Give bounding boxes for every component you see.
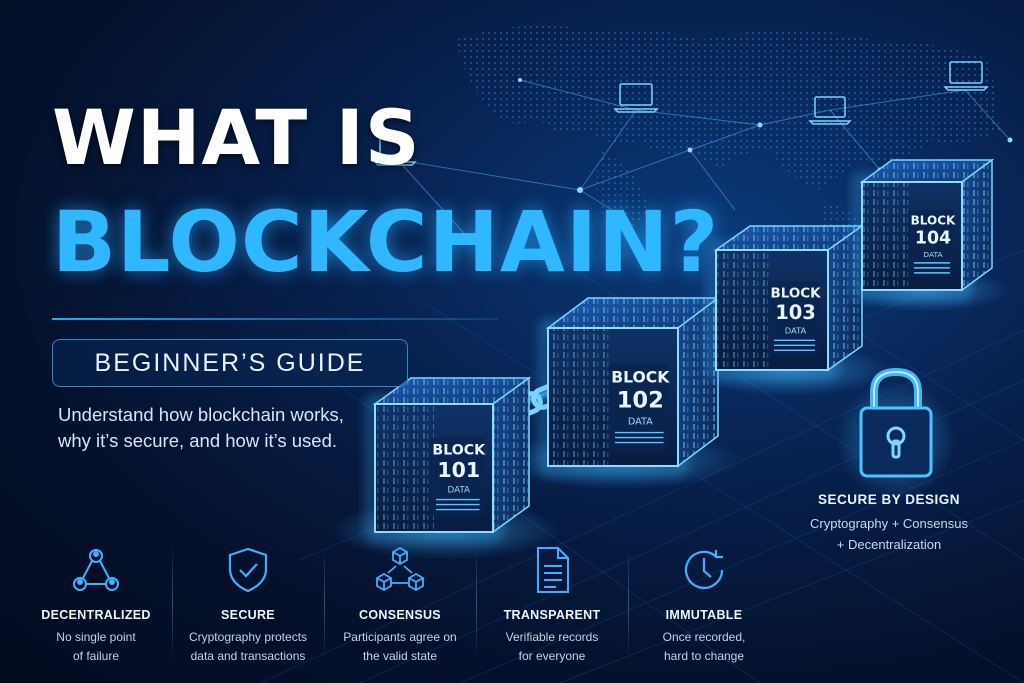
- laptop-icon: [943, 61, 989, 91]
- block-label-panel: [609, 363, 668, 450]
- network-nodes-icon: [73, 549, 119, 591]
- block-data-label: DATA: [628, 417, 653, 428]
- block-front-bits: [716, 250, 772, 370]
- block-top-bits: [548, 298, 718, 328]
- feature-title: TRANSPARENT: [503, 608, 601, 622]
- block-data-label: DATA: [923, 250, 943, 259]
- block-label: BLOCK: [611, 369, 670, 387]
- feature-desc: Participants agree on the valid state: [324, 628, 476, 666]
- feature-desc: Once recorded, hard to change: [628, 628, 780, 666]
- block-side-bits: [678, 298, 718, 466]
- feature-desc-line: for everyone: [518, 649, 586, 663]
- guide-badge: BEGINNER’S GUIDE: [52, 339, 408, 387]
- block-number: 102: [617, 388, 664, 414]
- block-side-bits: [962, 160, 992, 290]
- feature-transparent: TRANSPARENT Verifiable records for every…: [476, 538, 628, 668]
- block-top-bits: [862, 160, 992, 182]
- block-data-label: DATA: [447, 486, 470, 496]
- laptop-icon: [613, 83, 659, 113]
- feature-consensus: CONSENSUS Participants agree on the vali…: [324, 538, 476, 668]
- block-front-bits: [375, 404, 434, 532]
- block-number: 101: [437, 458, 480, 482]
- feature-immutable: IMMUTABLE Once recorded, hard to change: [628, 538, 780, 668]
- laptop-icon: [373, 137, 417, 166]
- clock-icon: [684, 550, 724, 590]
- feature-title: SECURE: [221, 608, 275, 622]
- block-data-label: DATA: [785, 326, 807, 336]
- block-top-bits: [716, 226, 862, 250]
- block-label-panel: [430, 437, 484, 517]
- block-number: 104: [915, 229, 951, 249]
- feature-title: CONSENSUS: [359, 608, 441, 622]
- title-divider: [52, 318, 498, 320]
- feature-desc-line: data and transactions: [190, 649, 306, 663]
- feature-secure: SECURE Cryptography protects data and tr…: [172, 538, 324, 668]
- network-lines: [397, 79, 1011, 241]
- secure-line-2: + Decentralization: [836, 537, 942, 552]
- block-side-bits: [828, 226, 862, 370]
- feature-desc-line: Cryptography protects: [188, 630, 308, 644]
- feature-desc: Verifiable records for everyone: [476, 628, 628, 666]
- feature-desc-line: Verifiable records: [505, 630, 599, 644]
- secure-by-design: SECURE BY DESIGN Cryptography + Consensu…: [804, 492, 974, 555]
- feature-desc: Cryptography protects data and transacti…: [172, 628, 324, 666]
- blockchain-blocks: BLOCK101DATABLOCK102DATABLOCK103DATABLOC…: [368, 158, 995, 539]
- document-icon: [537, 547, 569, 593]
- title-line-1: WHAT IS: [52, 93, 421, 182]
- block-front-bits: [862, 182, 912, 290]
- feature-desc-line: hard to change: [663, 649, 745, 663]
- feature-desc-line: No single point: [56, 630, 136, 644]
- intro-text: Understand how blockchain works, why it’…: [58, 402, 358, 454]
- feature-desc-line: the valid state: [362, 649, 438, 663]
- block-front-bits: [548, 328, 613, 466]
- block-label-panel: [768, 281, 820, 356]
- secure-line-1: Cryptography + Consensus: [810, 516, 968, 531]
- feature-desc: No single point of failure: [20, 628, 172, 666]
- cube-network-icon: [376, 546, 424, 592]
- intro-line-1: Understand how blockchain works,: [58, 404, 344, 425]
- block-label: BLOCK: [911, 213, 956, 227]
- block-number: 103: [775, 301, 816, 324]
- block-side-bits: [493, 378, 529, 532]
- feature-title: IMMUTABLE: [665, 608, 743, 622]
- block-label: BLOCK: [771, 286, 822, 301]
- intro-line-2: why it’s secure, and how it’s used.: [58, 430, 338, 451]
- feature-desc-line: Once recorded,: [662, 630, 746, 644]
- title-line-2: BLOCKCHAIN?: [52, 193, 720, 291]
- block-label-panel: [908, 210, 954, 278]
- block-top-bits: [375, 378, 529, 404]
- feature-desc-line: of failure: [72, 649, 120, 663]
- padlock-icon: [836, 367, 956, 500]
- feature-row: DECENTRALIZED No single point of failure…: [20, 538, 780, 668]
- feature-title: DECENTRALIZED: [41, 608, 151, 622]
- block-label: BLOCK: [432, 442, 486, 458]
- secure-title: SECURE BY DESIGN: [817, 492, 961, 507]
- laptop-icon: [808, 96, 852, 125]
- secure-text: Cryptography + Consensus + Decentralizat…: [804, 513, 974, 555]
- feature-desc-line: Participants agree on: [343, 630, 457, 644]
- feature-decentralized: DECENTRALIZED No single point of failure: [20, 538, 172, 668]
- shield-check-icon: [228, 547, 268, 593]
- laptop-icons: [373, 61, 989, 166]
